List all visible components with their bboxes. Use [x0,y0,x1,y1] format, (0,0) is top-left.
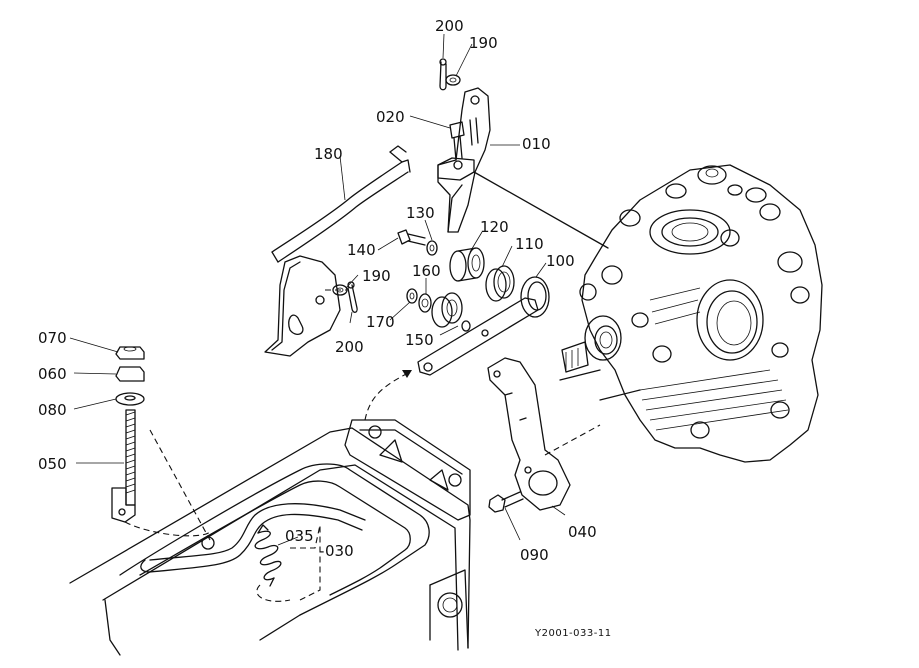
label-035: 035 [285,527,314,545]
label-060: 060 [38,365,67,383]
ring-100 [520,276,550,318]
washer-170 [406,288,418,304]
bracket-plate [264,255,341,357]
split-pin-200-top [439,58,447,91]
label-150: 150 [405,331,434,349]
label-140: 140 [347,241,376,259]
label-110: 110 [515,235,544,253]
label-100: 100 [546,252,575,270]
nut-060 [115,366,145,382]
washer-190-mid [332,284,348,296]
label-200-top: 200 [435,17,464,35]
label-200-bottom: 200 [335,338,364,356]
label-010: 010 [522,135,551,153]
label-070: 070 [38,329,67,347]
label-030-dash: - [319,542,324,560]
link-arm-150 [417,297,539,376]
nut-070 [115,346,145,360]
label-130: 130 [406,204,435,222]
label-090: 090 [520,546,549,564]
label-050: 050 [38,455,67,473]
drawing-code: Y2001-033-11 [534,628,612,639]
bolt-020 [449,121,465,161]
label-120: 120 [480,218,509,236]
washer-190-top [445,74,461,86]
adjuster-rod-050 [111,409,136,523]
bracket-040 [487,357,571,511]
leader-lines [69,33,566,546]
part-labels: 200 190 020 010 180 130 120 110 140 100 … [38,17,612,639]
label-180: 180 [314,145,343,163]
bolt-090 [488,491,524,513]
split-pin-200-bottom [347,281,358,313]
bushing-120 [449,247,485,282]
label-190-mid: 190 [362,267,391,285]
bolt-140 [397,229,426,246]
label-170: 170 [366,313,395,331]
label-190-top: 190 [469,34,498,52]
washer-080 [115,392,145,406]
linkage-rod-180 [271,145,411,263]
label-040: 040 [568,523,597,541]
label-160: 160 [412,262,441,280]
label-080: 080 [38,401,67,419]
washer-130 [426,240,438,256]
seal-110 [485,265,515,302]
link-rod-030 [140,503,366,573]
transmission-housing [559,164,823,463]
bearing [431,292,471,332]
lever-arm-010 [437,87,491,233]
base-frame [69,419,471,656]
label-030: 030 [325,542,354,560]
washer-160 [418,293,432,313]
label-020: 020 [376,108,405,126]
spring-035 [254,524,282,587]
